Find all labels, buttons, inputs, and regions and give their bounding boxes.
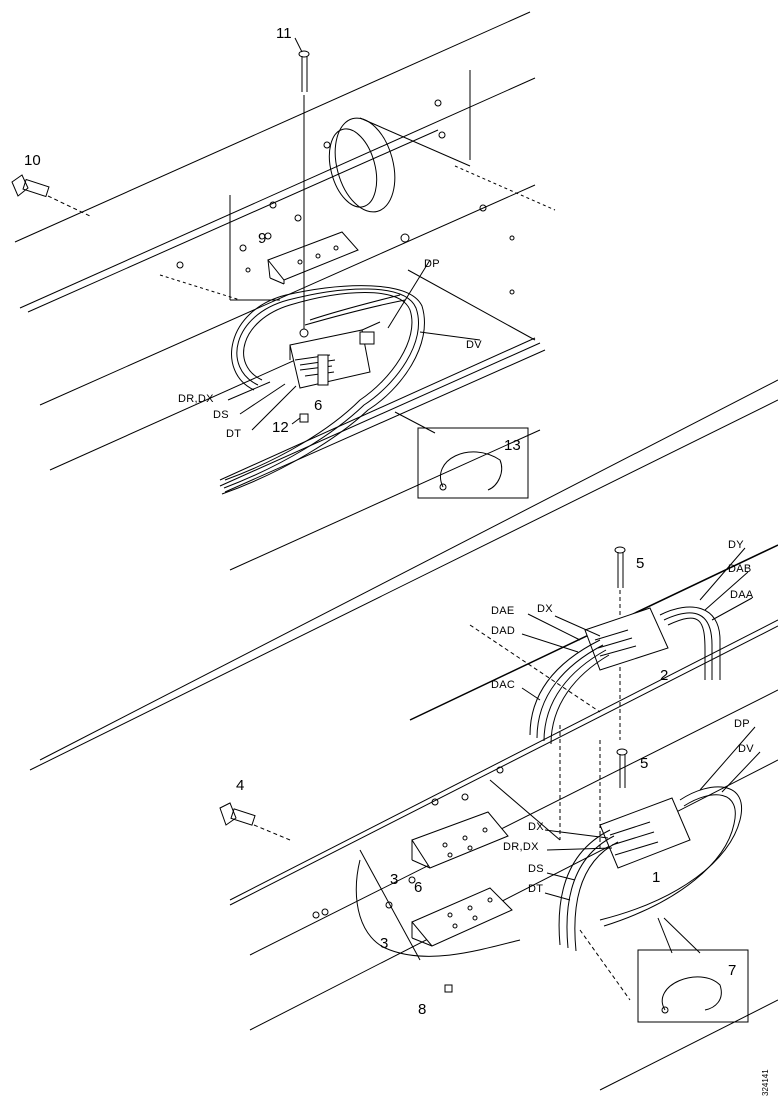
label-dae: DAE — [491, 605, 515, 617]
bottom-rail-holes — [312, 766, 504, 919]
label-dab: DAB — [728, 563, 752, 575]
top-frame-rail — [14, 11, 556, 571]
bolt-5-lower — [616, 748, 628, 788]
label-1: 1 — [652, 869, 660, 886]
label-3-upper: 3 — [390, 871, 398, 888]
bracket-9 — [267, 231, 359, 285]
callout-labels: 11 10 9 DP DV DR,DX DS DT 6 12 13 DY DAB… — [24, 25, 770, 1096]
label-dt-bot: DT — [528, 883, 543, 895]
top-leader-lines — [227, 37, 481, 431]
label-7: 7 — [728, 962, 736, 979]
bracket-3-lower — [411, 887, 513, 947]
label-dx-bot: DX — [528, 821, 544, 833]
label-12: 12 — [272, 419, 289, 436]
top-rail-holes — [176, 99, 515, 295]
label-5-lower: 5 — [640, 755, 648, 772]
nut-12 — [299, 413, 309, 423]
bottom-frame-rail — [29, 399, 778, 1091]
bolt-5-upper — [614, 546, 626, 740]
nut-8 — [444, 984, 453, 993]
bolt-10 — [11, 174, 91, 217]
label-dv-bot: DV — [738, 743, 754, 755]
label-5-upper: 5 — [636, 555, 644, 572]
label-drdx-top: DR,DX — [178, 393, 214, 405]
harness-connector-1 — [469, 624, 743, 1001]
label-dp-top: DP — [424, 258, 440, 270]
label-dad: DAD — [491, 625, 515, 637]
label-ds-top: DS — [213, 409, 229, 421]
label-dy: DY — [728, 539, 744, 551]
label-11: 11 — [276, 25, 292, 42]
bracket-3-upper — [411, 811, 509, 869]
label-3-lower: 3 — [380, 935, 388, 952]
drawing-code: 324141 — [761, 1069, 770, 1096]
label-dv-top: DV — [466, 339, 482, 351]
label-2: 2 — [660, 667, 668, 684]
bottom-leader-lines — [521, 547, 761, 901]
bolt-4 — [219, 802, 291, 841]
cable-tie-7-callout — [637, 917, 749, 1023]
label-6-bottom: 6 — [414, 879, 422, 896]
label-dac: DAC — [491, 679, 515, 691]
label-4: 4 — [236, 777, 244, 794]
label-drdx-bot: DR,DX — [503, 841, 539, 853]
top-harness — [221, 285, 425, 495]
label-dx-mid: DX — [537, 603, 553, 615]
label-dp-bot: DP — [734, 718, 750, 730]
label-8: 8 — [418, 1001, 426, 1018]
label-6-top: 6 — [314, 397, 322, 414]
label-daa: DAA — [730, 589, 754, 601]
label-dt-top: DT — [226, 428, 241, 440]
label-13: 13 — [504, 437, 521, 454]
cable-tie-13-callout — [394, 411, 529, 499]
harness-connector-2 — [529, 606, 721, 745]
label-9: 9 — [258, 230, 266, 247]
label-ds-bot: DS — [528, 863, 544, 875]
label-10: 10 — [24, 152, 41, 169]
